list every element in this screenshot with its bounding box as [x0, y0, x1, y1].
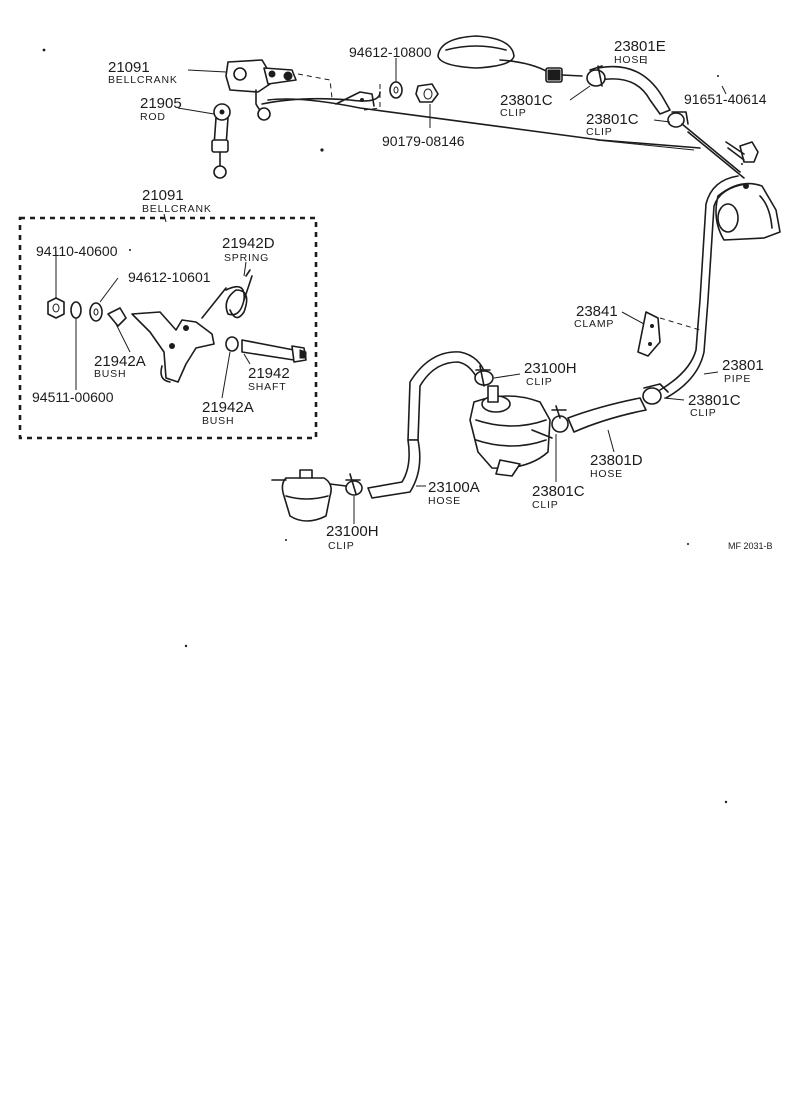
part-number: 23801: [722, 357, 764, 374]
washer-nut-top-drawing: [389, 81, 439, 103]
label-hose-left: 23100A HOSE: [428, 479, 480, 507]
label-clip-pump-upper: 23100H CLIP: [524, 360, 577, 388]
hose-top-drawing: [586, 65, 745, 179]
part-name: SHAFT: [248, 381, 286, 393]
part-name: CLIP: [328, 540, 355, 552]
label-hose-top: 23801E HOSE: [614, 38, 666, 66]
clamp-drawing: [637, 311, 701, 357]
part-number: 23801C: [586, 111, 639, 128]
part-number: 94612-10800: [349, 44, 432, 60]
part-number: 23841: [576, 303, 618, 320]
carburetor-top-drawing: [437, 35, 583, 83]
part-number: 21942A: [202, 399, 254, 416]
part-name: HOSE: [428, 495, 461, 507]
part-number: 23801D: [590, 452, 643, 469]
fuel-bowl-right-drawing: [715, 182, 781, 241]
part-name: CLIP: [586, 126, 613, 138]
label-clip-pump-lower: 23801C CLIP: [532, 483, 585, 511]
rod-drawing: [211, 103, 231, 179]
part-number: 23801C: [500, 92, 553, 109]
label-clip-top-left: 23801C CLIP: [500, 92, 553, 119]
part-name: SPRING: [224, 252, 269, 264]
part-name: CLIP: [690, 407, 717, 419]
part-name: CLIP: [532, 499, 559, 511]
label-nut-box: 94110-40600: [36, 243, 118, 259]
part-number: 23100H: [524, 360, 577, 377]
pipe-drawing: [659, 175, 747, 399]
part-name: HOSE: [614, 54, 647, 66]
linkage-line: [267, 98, 701, 149]
label-clip-top-right: 23801C CLIP: [586, 111, 639, 138]
part-number: 94511-00600: [32, 389, 114, 405]
part-number: 23100A: [428, 479, 480, 496]
label-bush-upper: 21942A BUSH: [94, 353, 146, 380]
leader-lines: [55, 56, 727, 524]
part-number: 23100H: [326, 523, 379, 540]
label-bellcrank-top: 21091 BELLCRANK: [108, 59, 178, 86]
part-name: BUSH: [202, 415, 234, 427]
part-number: 21942A: [94, 353, 146, 370]
part-name: CLIP: [526, 376, 553, 388]
fuel-filter-drawing: [271, 469, 347, 522]
part-number: 23801E: [614, 38, 666, 55]
part-number: 94612-10601: [128, 269, 211, 285]
label-rod: 21905 ROD: [140, 95, 182, 123]
label-bolt-top: 91651-40614: [684, 91, 767, 107]
label-clip-filter: 23100H CLIP: [326, 523, 379, 552]
label-shaft: 21942 SHAFT: [248, 365, 290, 393]
exploded-bellcrank-drawing: [47, 269, 307, 383]
fuel-pump-drawing: [469, 385, 553, 477]
part-name: BELLCRANK: [142, 203, 212, 215]
label-pipe: 23801 PIPE: [722, 357, 764, 385]
bolt-top-drawing: [725, 141, 759, 163]
exploded-view-box: [18, 216, 318, 440]
label-clamp: 23841 CLAMP: [574, 303, 618, 330]
label-lockwasher-box: 94511-00600: [32, 389, 114, 405]
part-number: 23801C: [532, 483, 585, 500]
label-bush-lower: 21942A BUSH: [202, 399, 254, 427]
part-number: 21942D: [222, 235, 275, 252]
part-number: 90179-08146: [382, 133, 465, 149]
hose-right-drawing: [551, 383, 669, 433]
part-number: 21091: [108, 59, 150, 76]
labels: 21091 BELLCRANK 21905 ROD 94612-10800 90…: [32, 38, 773, 552]
part-number: 21905: [140, 95, 182, 112]
label-bellcrank-box: 21091 BELLCRANK: [142, 187, 212, 215]
label-clip-pipe: 23801C CLIP: [688, 392, 741, 419]
label-washer-top: 94612-10800: [349, 44, 432, 60]
part-name: ROD: [140, 111, 166, 123]
hose-left-drawing: [345, 351, 494, 499]
part-number: 94110-40600: [36, 243, 118, 259]
label-hose-right: 23801D HOSE: [590, 452, 643, 480]
part-name: CLIP: [500, 107, 527, 119]
part-name: BUSH: [94, 368, 126, 380]
bellcrank-top-drawing: [225, 59, 381, 121]
part-number: 21091: [142, 187, 184, 204]
label-washer-box: 94612-10601: [128, 269, 211, 285]
label-nut-top: 90179-08146: [382, 133, 465, 149]
part-name: BELLCRANK: [108, 74, 178, 86]
part-name: PIPE: [724, 373, 751, 385]
part-name: CLAMP: [574, 318, 614, 330]
scan-specks: [42, 48, 743, 804]
part-number: 23801C: [688, 392, 741, 409]
part-drawings: [47, 35, 781, 522]
figure-reference: MF 2031-B: [728, 541, 773, 551]
part-name: HOSE: [590, 468, 623, 480]
label-spring: 21942D SPRING: [222, 235, 275, 264]
part-number: 21942: [248, 365, 290, 382]
part-number: 91651-40614: [684, 91, 767, 107]
